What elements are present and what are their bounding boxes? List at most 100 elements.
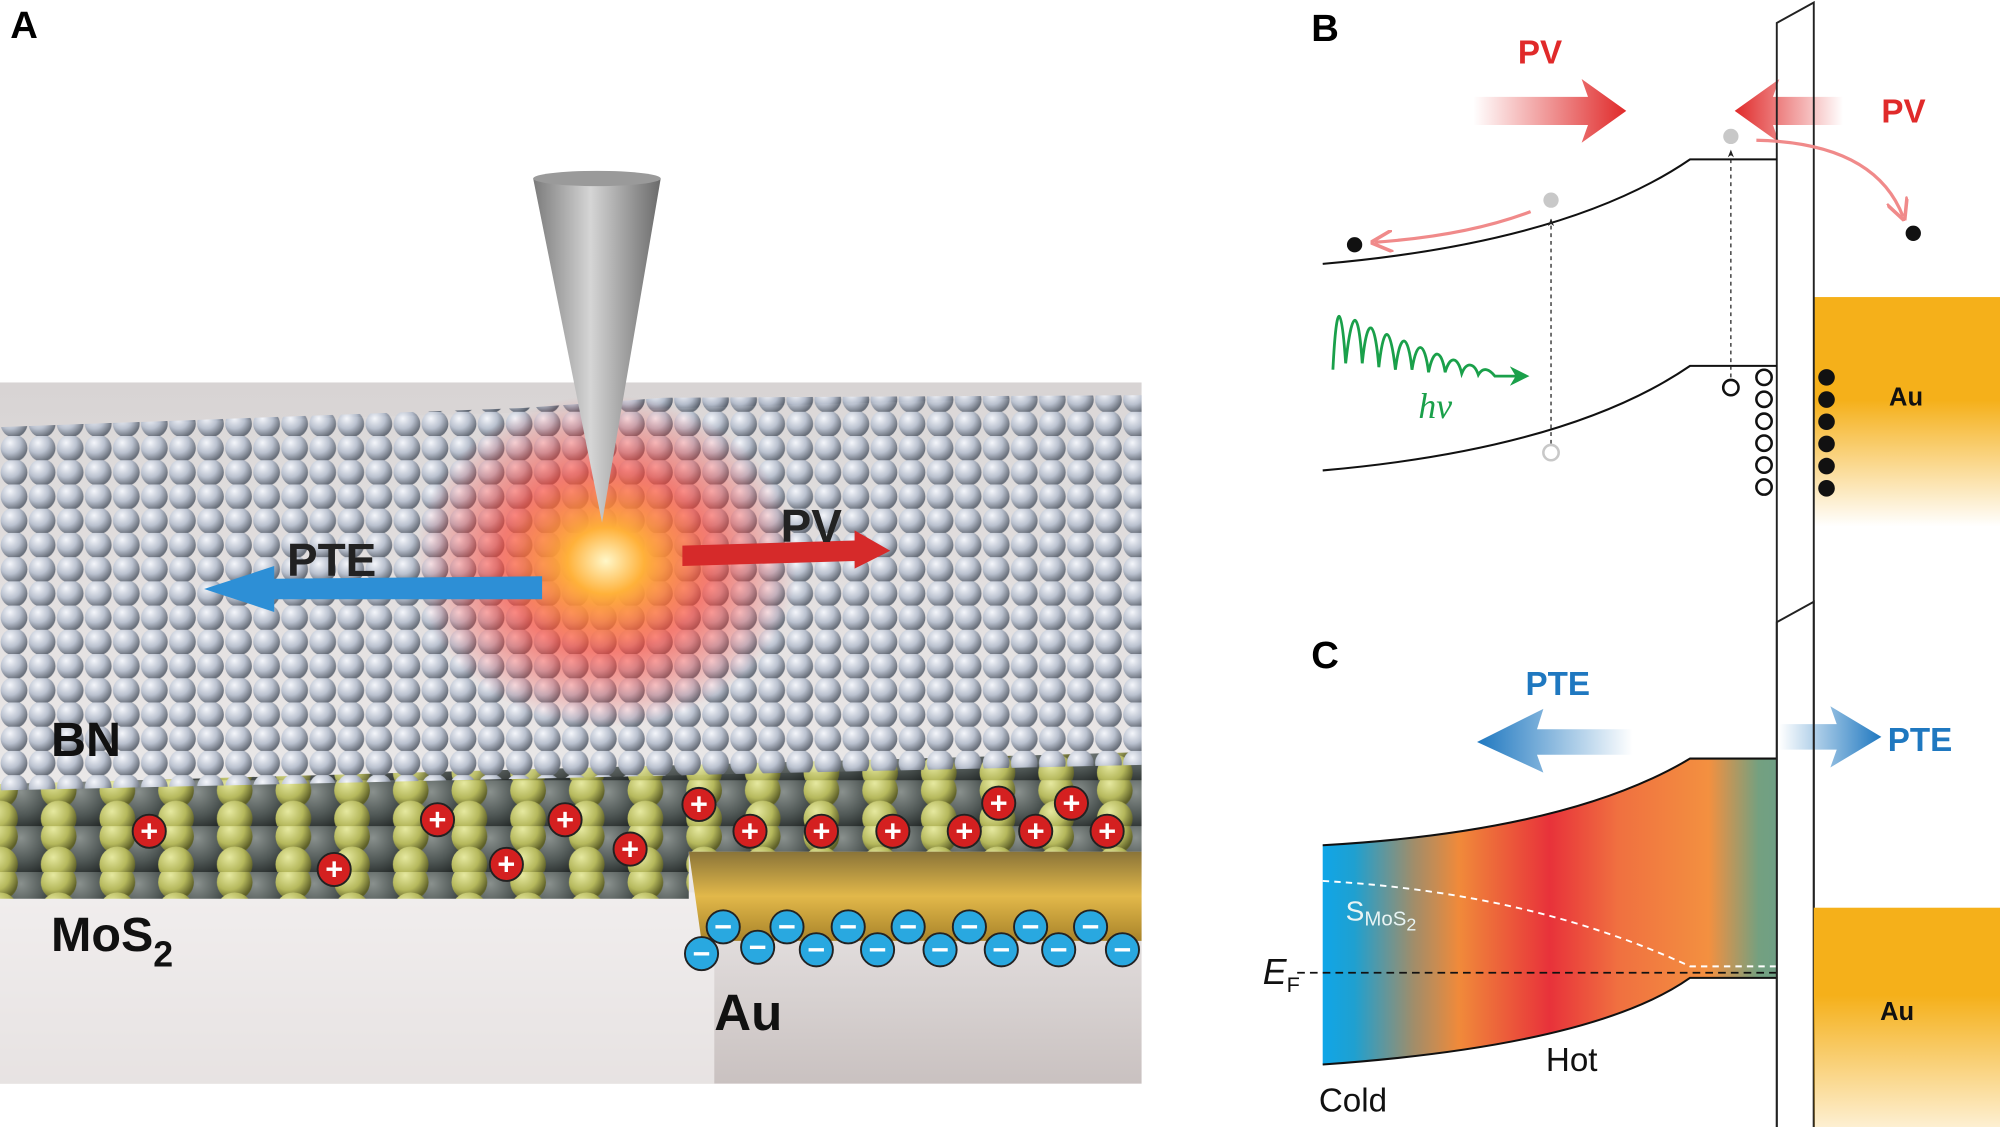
pte-arrow-icon — [204, 566, 543, 612]
charge-markers: +++++++++++++++−−−−−−−−−−−−−−− — [131, 785, 1140, 972]
svg-text:+: + — [497, 848, 515, 882]
laser-hotspot-glow — [414, 395, 798, 727]
panel-c-label: C — [1311, 634, 1339, 677]
valence-band — [1322, 364, 1777, 472]
svg-text:−: − — [1022, 910, 1040, 944]
seebeck-curve — [1322, 879, 1777, 968]
svg-text:−: − — [869, 933, 887, 967]
positive-charge-icon: + — [612, 831, 648, 867]
hole — [1721, 378, 1740, 397]
mos2-label: MoS2 — [51, 908, 173, 974]
svg-text:−: − — [992, 933, 1010, 967]
svg-text:−: − — [931, 933, 949, 967]
positive-charge-icon: + — [1089, 813, 1125, 849]
svg-text:−: − — [1082, 910, 1100, 944]
positive-charge-icon: + — [803, 813, 839, 849]
negative-charge-icon: − — [922, 932, 958, 968]
hole — [1755, 478, 1773, 496]
svg-text:+: + — [1098, 814, 1116, 848]
pte-label: PTE — [287, 534, 376, 586]
positive-charge-icon: + — [316, 851, 352, 888]
seebeck-label: SMoS2 — [1346, 895, 1417, 934]
electron — [1905, 225, 1921, 241]
pv-label-left: PV — [1518, 35, 1562, 72]
negative-charge-icon: − — [830, 909, 866, 945]
au-label-b: Au — [1889, 383, 1923, 411]
positive-charge-icon: + — [681, 786, 717, 822]
svg-text:−: − — [899, 910, 917, 944]
cold-label: Cold — [1319, 1083, 1387, 1120]
au-block — [1813, 297, 2000, 527]
hole — [1755, 456, 1773, 475]
svg-text:+: + — [621, 832, 639, 866]
excited-electron — [1543, 192, 1559, 208]
negative-charge-icon: − — [769, 909, 805, 945]
negative-charge-icon: − — [1041, 932, 1077, 968]
svg-text:−: − — [807, 933, 825, 967]
afm-tip-icon — [533, 178, 661, 523]
tunnel-barrier — [1775, 0, 1815, 1127]
drift-arrow — [1375, 210, 1532, 243]
svg-text:+: + — [140, 814, 158, 848]
pte-label-left: PTE — [1526, 666, 1590, 703]
svg-text:+: + — [812, 814, 830, 848]
trapped-holes — [1755, 368, 1773, 496]
hole — [1542, 443, 1560, 462]
bn-label: BN — [51, 713, 121, 767]
au-label-c: Au — [1880, 998, 1914, 1026]
svg-text:+: + — [690, 788, 708, 822]
photon-wave-icon — [1331, 315, 1530, 386]
pte-arrow-left-icon — [1477, 708, 1633, 773]
positive-charge-icon: + — [488, 846, 524, 882]
metal-electron — [1818, 479, 1835, 497]
hole — [1755, 434, 1773, 453]
tunnel-barrier — [1775, 600, 1815, 1127]
metal-electron — [1818, 369, 1835, 386]
positive-charge-icon: + — [419, 802, 456, 838]
panel-a: A PTE PV BN MoS2 Au +++++++++++++++−−−−−… — [0, 4, 1142, 1084]
negative-charge-icon: − — [798, 932, 834, 968]
negative-charge-icon: − — [860, 932, 896, 968]
svg-text:−: − — [749, 930, 767, 964]
positive-charge-icon: + — [875, 813, 911, 849]
svg-text:+: + — [1062, 786, 1080, 820]
panel-b-label: B — [1311, 7, 1339, 50]
svg-text:−: − — [778, 910, 796, 944]
pv-arrow-right-icon — [1473, 79, 1627, 143]
positive-charge-icon: + — [946, 813, 982, 849]
metal-electron — [1818, 457, 1835, 475]
svg-text:−: − — [1114, 933, 1132, 967]
metal-electrons — [1818, 369, 1835, 497]
photon-label: hν — [1418, 386, 1452, 426]
positive-charge-icon: + — [131, 813, 167, 849]
drift-arrow — [1756, 138, 1903, 216]
fermi-label: EF — [1263, 952, 1300, 997]
svg-text:+: + — [325, 853, 343, 887]
panel-a-label: A — [10, 4, 38, 47]
svg-text:−: − — [960, 910, 978, 944]
positive-charge-icon: + — [547, 802, 583, 838]
panel-b: B PV PV Au hν — [1311, 0, 2000, 1127]
metal-electron — [1818, 413, 1835, 431]
svg-text:+: + — [741, 814, 759, 848]
svg-text:+: + — [884, 814, 902, 848]
substrate-shadow — [0, 892, 715, 1084]
svg-text:−: − — [1050, 933, 1068, 967]
hole — [1755, 368, 1773, 387]
negative-charge-icon: − — [705, 909, 741, 945]
pv-label-right: PV — [1881, 93, 1925, 130]
negative-charge-icon: − — [1073, 909, 1109, 945]
panel-c: C PTE PTE Au SMoS2 EF Cold Hot — [1263, 600, 2000, 1127]
electron — [1346, 237, 1363, 253]
negative-charge-icon: − — [983, 932, 1019, 968]
negative-charge-icon: − — [890, 909, 926, 945]
positive-charge-icon: + — [1053, 785, 1089, 821]
au-block — [1813, 907, 2000, 1127]
svg-text:−: − — [714, 910, 732, 944]
pv-label: PV — [781, 500, 843, 552]
negative-charge-icon: − — [1104, 932, 1140, 968]
svg-text:+: + — [429, 803, 447, 837]
svg-text:+: + — [955, 814, 973, 848]
